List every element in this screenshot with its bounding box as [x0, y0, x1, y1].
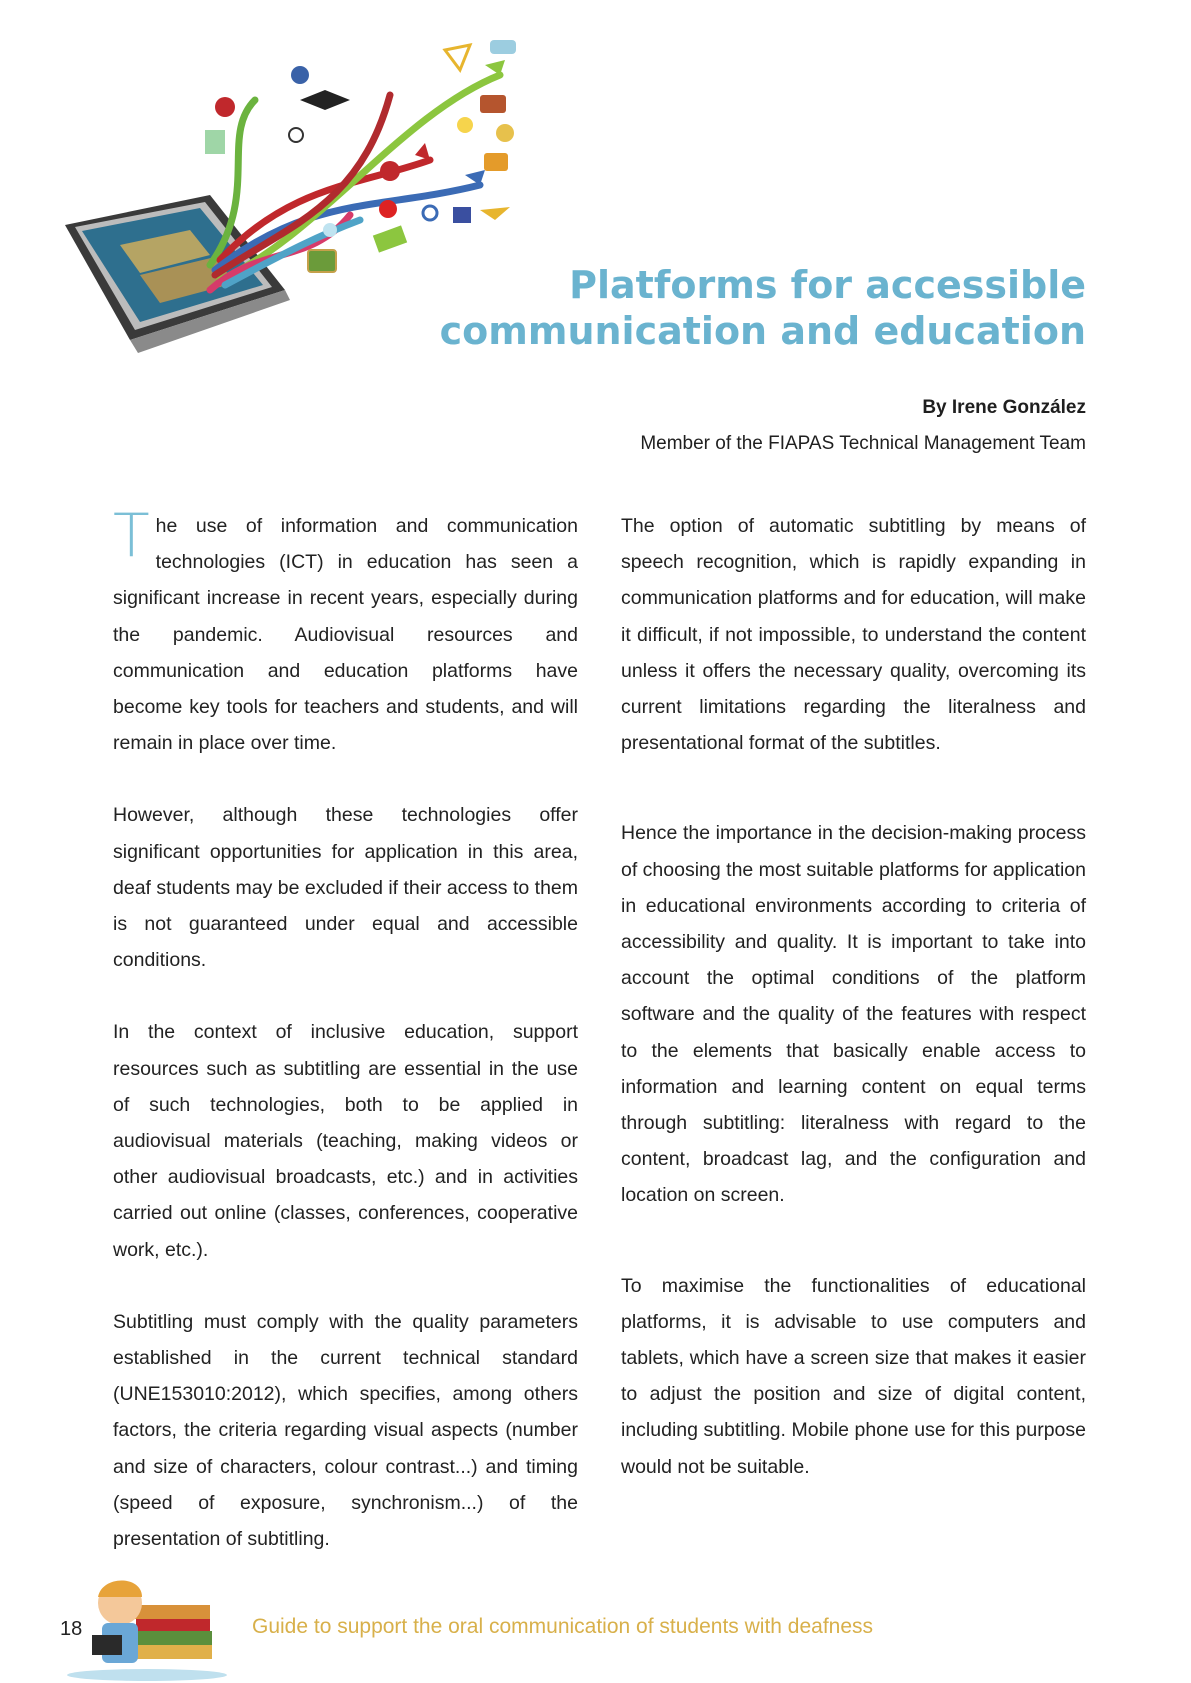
hero-illustration — [65, 40, 516, 353]
author-block: By Irene González Member of the FIAPAS T… — [640, 390, 1086, 462]
paragraph: However, although these technologies off… — [113, 804, 579, 972]
page-number: 18 — [60, 1618, 83, 1640]
book-icon — [372, 225, 408, 253]
paragraph: The option of automatic subtitling by me… — [621, 515, 1086, 755]
ruler-icon — [442, 42, 473, 74]
plus-icon — [215, 97, 235, 117]
arrows-graphic — [206, 71, 504, 294]
lightbulb-icon — [457, 117, 473, 133]
headphones-icon — [496, 124, 514, 142]
article-title: Platforms for accessible communication a… — [440, 262, 1086, 354]
title-line-2: communication and education — [439, 309, 1086, 353]
briefcase-icon — [480, 95, 506, 113]
grad-cap-icon — [300, 90, 350, 110]
bottle-icon — [490, 40, 516, 54]
footer-illustration — [67, 1580, 227, 1681]
test-tubes-icon — [205, 130, 225, 154]
drop-cap: T — [113, 501, 150, 571]
apple-icon — [379, 200, 397, 218]
deaf-sign-icon — [453, 207, 471, 223]
right-column: The option of automatic subtitling by me… — [621, 508, 1086, 1539]
paragraph: Hence the importance in the decision-mak… — [621, 822, 1087, 1207]
article-title-block: Platforms for accessible communication a… — [440, 262, 1086, 354]
tablet-icon — [65, 195, 290, 353]
laptop-icon — [92, 1635, 122, 1655]
title-line-1: Platforms for accessible — [569, 263, 1086, 307]
magnifier-icon — [288, 127, 304, 143]
paragraph: Subtitling must comply with the quality … — [113, 1310, 578, 1551]
byline: By Irene González — [922, 397, 1086, 418]
clock-icon — [380, 161, 400, 181]
author-role: Member of the FIAPAS Technical Managemen… — [640, 433, 1086, 454]
set-square-icon — [480, 207, 510, 220]
footer-guide-title: Guide to support the oral communication … — [252, 1615, 874, 1638]
ear-icon — [291, 66, 309, 84]
paragraph: To maximise the functionalities of educa… — [621, 1274, 1086, 1478]
flask-icon — [323, 223, 337, 237]
paragraph: In the context of inclusive education, s… — [113, 1021, 578, 1261]
board-icon — [307, 249, 337, 273]
bus-icon — [484, 153, 508, 171]
books-icon — [132, 1605, 210, 1619]
earphones-icon — [421, 204, 439, 222]
